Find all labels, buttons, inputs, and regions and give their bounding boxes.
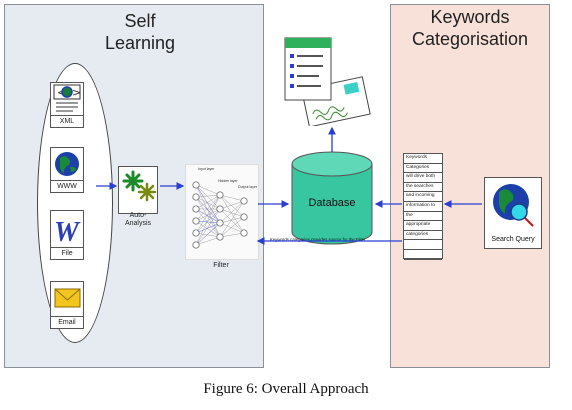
xml-label: XML [51,115,83,127]
neuron-node [240,213,248,221]
keyword-list-item: information to [404,202,442,212]
neural-network-icon [192,181,248,249]
svg-text:W: W [54,217,81,248]
report-document-icon [284,37,371,126]
email-label: Email [51,316,83,328]
www-source: WWW [50,147,84,193]
file-source: W File [50,210,84,260]
keyword-list-item: Categories [404,164,442,174]
auto-analysis-box [118,166,158,214]
neuron-node [216,219,224,227]
file-label: File [51,247,83,259]
keyword-list-item: Keywords [404,154,442,164]
keyword-list-item [404,240,442,250]
www-label: WWW [51,180,83,192]
keyword-list-item: the [404,212,442,222]
neuron-node [192,217,200,225]
search-query-box: Search Query [484,177,542,249]
email-source: Email [50,281,84,329]
feedback-note: Keywords categories provides source for … [270,237,366,242]
neuron-node [240,229,248,237]
neuron-node [216,191,224,199]
globe-icon [55,152,79,176]
gears-icon [122,170,157,202]
word-file-icon: W [54,217,81,248]
neuron-node [216,205,224,213]
input-layer-label: Input layer [198,167,215,171]
envelope-icon [54,288,81,308]
keyword-list-item: will drive both [404,173,442,183]
keyword-list-item [404,250,442,260]
filter-network: Input layer Hidden layer Output layer [185,164,259,260]
keyword-list-item: and incoming [404,192,442,202]
hidden-layer-label: Hidden layer [218,179,238,183]
svg-text:>: > [72,86,81,99]
auto-analysis-label: Auto- Analysis [124,212,152,227]
neuron-node [192,181,200,189]
keyword-list-item: the searches [404,183,442,193]
figure-caption: Figure 6: Overall Approach [203,381,369,397]
keyword-list-item: appropriate [404,221,442,231]
neuron-node [216,233,224,241]
neuron-node [192,193,200,201]
keywords-categorisation-title: Keywords Categorisation [411,7,529,49]
filter-label: Filter [213,262,229,269]
keyword-list-item: categories [404,231,442,241]
search-query-label: Search Query [491,236,535,243]
neuron-node [192,241,200,249]
neuron-node [240,197,248,205]
database-label: Database [308,197,356,209]
neuron-node [192,229,200,237]
xml-source: < > XML [50,82,84,128]
xml-document-icon: < > [53,84,81,112]
neuron-node [192,205,200,213]
output-layer-label: Output layer [238,185,258,189]
globe-search-icon [493,184,534,227]
self-learning-title: Self Learning [104,11,176,53]
